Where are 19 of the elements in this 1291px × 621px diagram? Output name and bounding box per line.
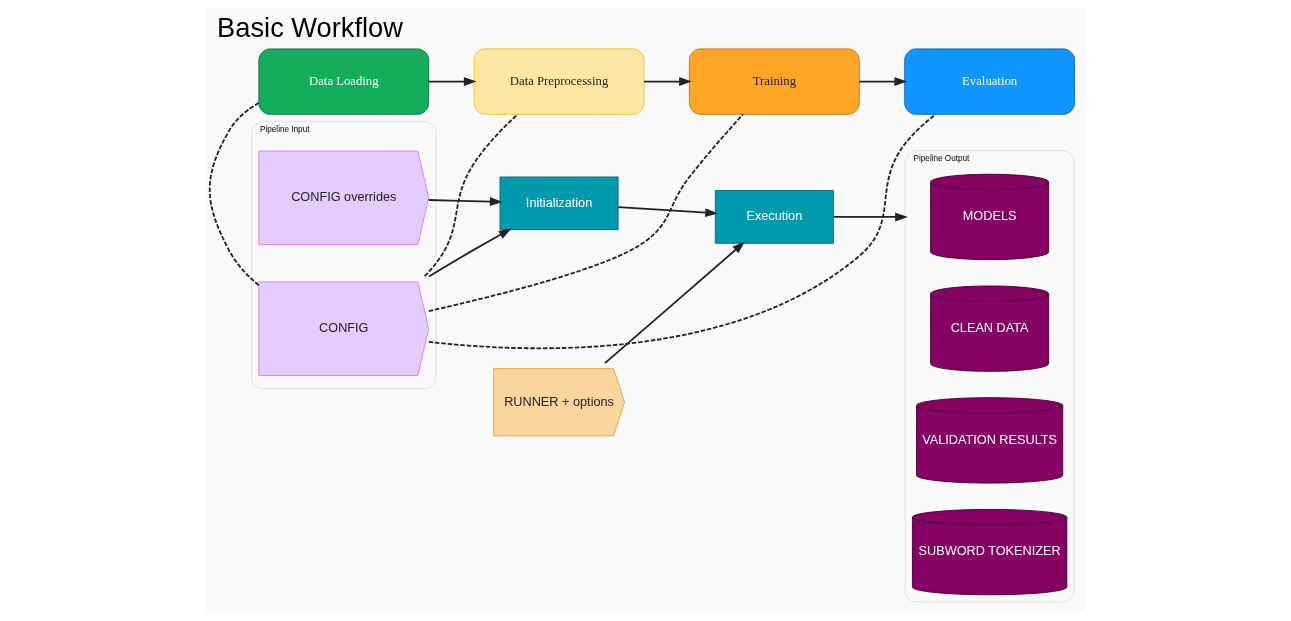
node-box: Data Preprocessing (473, 48, 645, 115)
arrow (428, 228, 512, 278)
node-box: Training (688, 48, 860, 115)
arrow (604, 241, 746, 365)
node-box: Evaluation (904, 48, 1075, 115)
diagram-title: Basic Workflow (217, 12, 403, 44)
connector (428, 113, 744, 312)
arrow (643, 77, 692, 87)
arrow (832, 212, 908, 222)
arrow (427, 77, 477, 87)
connector (427, 113, 937, 350)
arrow (858, 77, 908, 87)
node-box: Execution (714, 190, 834, 244)
connector (423, 113, 519, 278)
arrow (427, 197, 503, 207)
node-box: Data Loading (258, 48, 430, 115)
connector (208, 101, 260, 287)
node-box: Initialization (499, 176, 619, 231)
arrow (617, 206, 718, 218)
